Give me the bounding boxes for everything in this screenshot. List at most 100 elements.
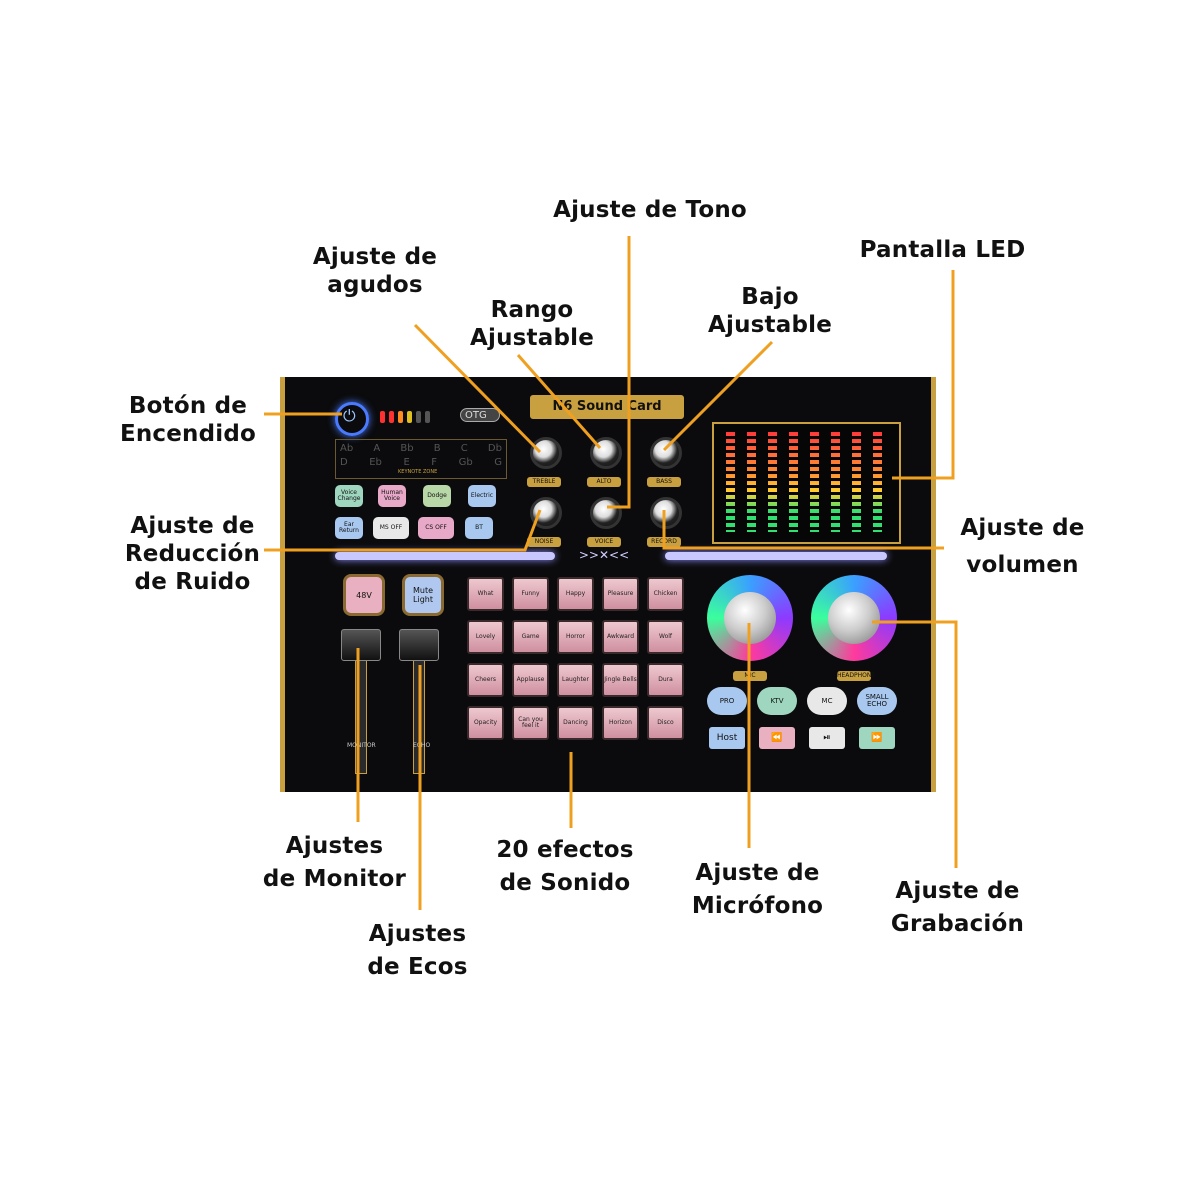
cs-off-button[interactable]: CS OFF — [418, 517, 454, 539]
48v-button[interactable]: 48V — [343, 574, 385, 616]
dodge-button[interactable]: Dodge — [423, 485, 451, 507]
key-label[interactable]: F — [431, 457, 438, 468]
center-emblem: >>✕<< — [578, 548, 630, 562]
mc-mode-button[interactable]: MC — [807, 687, 847, 715]
key-label[interactable]: Db — [487, 443, 502, 454]
bass-knob[interactable] — [650, 437, 682, 469]
power-button[interactable]: ⏻ — [335, 402, 369, 436]
key-label[interactable]: E — [403, 457, 410, 468]
alto-knob[interactable] — [590, 437, 622, 469]
sound-effect-pad[interactable]: Dura — [647, 663, 684, 697]
key-label[interactable]: B — [433, 443, 441, 454]
sound-effect-pad[interactable]: Funny — [512, 577, 549, 611]
light-strip-left — [335, 552, 555, 560]
callout-line: Ajuste de — [130, 513, 255, 539]
callout-line: de Sonido — [499, 870, 631, 897]
sound-effect-pad[interactable]: Horizon — [602, 706, 639, 740]
record-knob[interactable] — [650, 497, 682, 529]
led-indicator — [416, 411, 421, 423]
otg-switch[interactable]: OTG — [460, 408, 500, 422]
led-column — [726, 432, 735, 532]
sound-effect-pad[interactable]: Disco — [647, 706, 684, 740]
play-pause-button[interactable]: ⏯ — [809, 727, 845, 749]
sound-effect-pad[interactable]: Applause — [512, 663, 549, 697]
key-label[interactable]: A — [373, 443, 381, 454]
forward-button[interactable]: ⏩ — [859, 727, 895, 749]
sound-effect-pad[interactable]: Opacity — [467, 706, 504, 740]
callout-echo: Ajustes de Ecos — [355, 918, 480, 985]
callout-range: Rango Ajustable — [462, 296, 602, 352]
monitor-fader[interactable] — [341, 629, 381, 661]
record-volume-knob[interactable] — [811, 575, 897, 661]
sound-effect-pad[interactable]: Chicken — [647, 577, 684, 611]
leader-tone — [607, 236, 631, 509]
callout-line: 20 efectos — [496, 837, 634, 863]
treble-knob[interactable] — [530, 437, 562, 469]
callout-line: Ajuste de — [960, 515, 1085, 541]
electric-button[interactable]: Electric — [468, 485, 496, 507]
sound-effect-pad[interactable]: Cheers — [467, 663, 504, 697]
small-echo-button[interactable]: SMALL ECHO — [857, 687, 897, 715]
ktv-mode-button[interactable]: KTV — [757, 687, 797, 715]
key-label[interactable]: Gb — [458, 457, 473, 468]
callout-line: Ajustes — [368, 921, 467, 947]
key-label[interactable]: D — [340, 457, 348, 468]
callout-tone: Ajuste de Tono — [545, 196, 755, 224]
ms-off-button[interactable]: MS OFF — [373, 517, 409, 539]
leader-bass — [662, 340, 774, 452]
sound-effect-pad[interactable]: Happy — [557, 577, 594, 611]
voice-change-knob-label: VOICE CHANGE — [587, 537, 621, 555]
led-column — [789, 432, 798, 532]
callout-line: Micrófono — [691, 893, 824, 920]
key-label[interactable]: Eb — [369, 457, 382, 468]
key-label[interactable]: Bb — [400, 443, 414, 454]
callout-power-button: Botón de Encendido — [118, 392, 258, 448]
leader-volume — [662, 510, 944, 550]
level-leds — [380, 411, 430, 423]
sound-effect-pad[interactable]: Pleasure — [602, 577, 639, 611]
sound-effect-pad[interactable]: Wolf — [647, 620, 684, 654]
callout-line: volumen — [966, 551, 1079, 578]
bt-button[interactable]: BT — [465, 517, 493, 539]
sound-effect-pad[interactable]: Can you feel it — [512, 706, 549, 740]
sound-card-device: ⏻ OTG N6 Sound Card Ab A Bb B C Db D Eb … — [280, 377, 936, 792]
headphone-knob-label: HEADPHONE — [837, 671, 876, 681]
key-label[interactable]: G — [494, 457, 502, 468]
monitor-fader-label: MONITOR — [347, 742, 376, 749]
sound-effect-pad[interactable]: Awkward — [602, 620, 639, 654]
callout-line: Ajuste de — [695, 860, 820, 886]
key-label[interactable]: Ab — [340, 443, 354, 454]
human-voice-button[interactable]: Human Voice — [378, 485, 406, 507]
mute-light-button[interactable]: Mute Light — [402, 574, 444, 616]
callout-line: de Ruido — [134, 569, 251, 596]
pro-mode-button[interactable]: PRO — [707, 687, 747, 715]
callout-line: Ajuste de Tono — [553, 197, 747, 223]
leader-noise — [264, 509, 542, 552]
sound-effect-pad[interactable]: Laughter — [557, 663, 594, 697]
knob-cap — [828, 592, 880, 644]
host-button[interactable]: Host — [709, 727, 745, 749]
sound-effect-pad[interactable]: Lovely — [467, 620, 504, 654]
light-strip-right — [665, 552, 887, 560]
callout-line: Pantalla LED — [859, 237, 1026, 263]
echo-fader-label: ECHO — [413, 742, 431, 749]
led-spectrum-display — [712, 422, 901, 544]
rewind-button[interactable]: ⏪ — [759, 727, 795, 749]
sound-effect-pad[interactable]: Horror — [557, 620, 594, 654]
key-label[interactable]: C — [460, 443, 468, 454]
callout-line: Ajustes — [285, 833, 384, 859]
ear-return-button[interactable]: Ear Return — [335, 517, 363, 539]
led-indicator — [407, 411, 412, 423]
led-indicator — [425, 411, 430, 423]
led-column — [873, 432, 882, 532]
callout-line: de Monitor — [262, 866, 407, 893]
voice-change-knob[interactable] — [590, 497, 622, 529]
sound-effect-pad[interactable]: Game — [512, 620, 549, 654]
echo-fader[interactable] — [399, 629, 439, 661]
sound-effect-pad[interactable]: What — [467, 577, 504, 611]
callout-line: Ajustable — [707, 312, 832, 339]
sound-effect-pad[interactable]: Dancing — [557, 706, 594, 740]
sound-effect-pad[interactable]: Jingle Bells — [602, 663, 639, 697]
voice-change-button[interactable]: Voice Change — [335, 485, 363, 507]
